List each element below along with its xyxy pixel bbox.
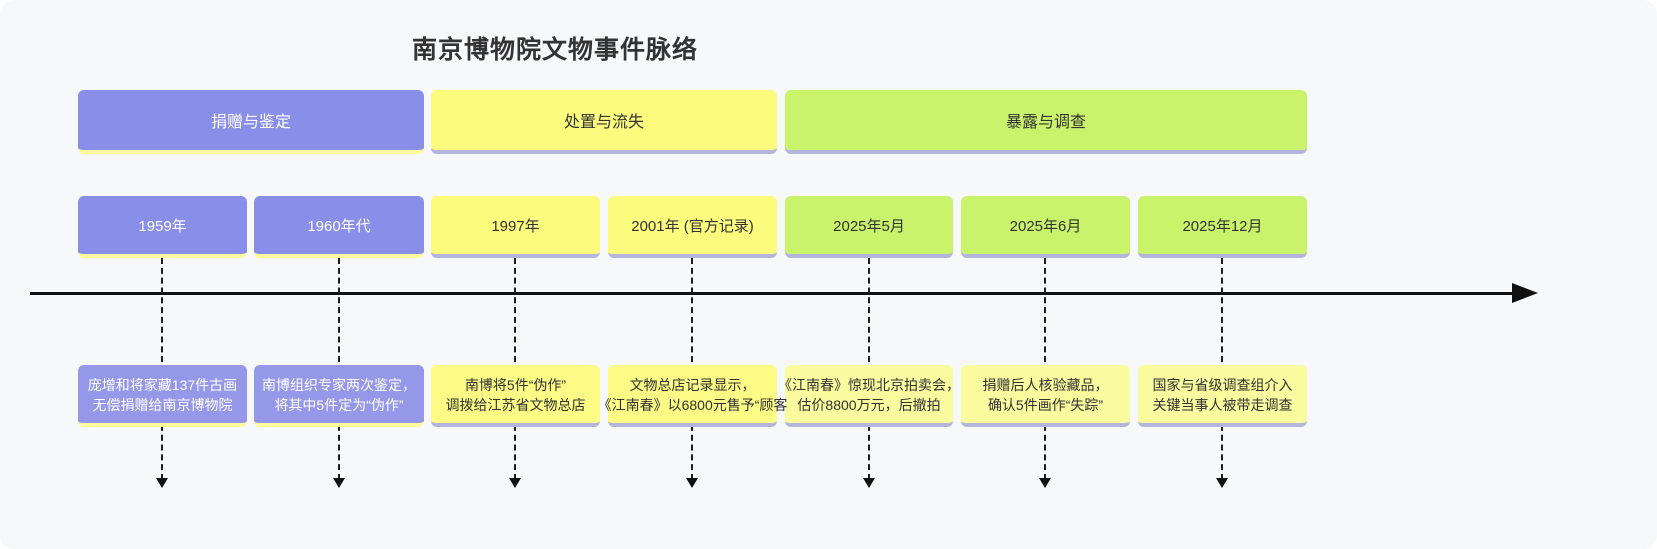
- event-text: 《江南春》以6800元售予“顾客: [597, 397, 788, 413]
- period-label: 2025年6月: [1009, 217, 1082, 235]
- section-box-donation-appraisal: 捐赠与鉴定: [78, 90, 424, 154]
- timeline-axis: [30, 292, 1512, 295]
- event-text: 《江南春》惊现北京拍卖会，: [778, 377, 960, 393]
- event-text: 南博组织专家两次鉴定，: [262, 377, 416, 393]
- period-label: 2001年 (官方记录): [631, 217, 754, 235]
- diagram-title: 南京博物院文物事件脉络: [411, 36, 698, 64]
- event-box-1997-transfer: 南博将5件“伪作” 调拨给江苏省文物总店: [431, 365, 600, 427]
- period-label: 2025年5月: [833, 217, 905, 235]
- event-text: 调拨给江苏省文物总店: [445, 397, 586, 413]
- connector-arrowhead-icon: [333, 478, 345, 488]
- event-text: 捐赠后人核验藏品，: [982, 377, 1109, 393]
- period-label: 1997年: [491, 217, 540, 235]
- connector-arrowhead-icon: [156, 478, 168, 488]
- section-box-disposal-loss: 处置与流失: [431, 90, 777, 154]
- period-box-2001: 2001年 (官方记录): [608, 196, 777, 258]
- axis-arrowhead-icon: [1512, 283, 1538, 303]
- event-box-1959-donation: 庞增和将家藏137件古画 无偿捐赠给南京博物院: [78, 365, 247, 427]
- section-label: 暴露与调查: [1005, 114, 1086, 131]
- section-label: 捐赠与鉴定: [210, 114, 291, 131]
- connector-arrowhead-icon: [863, 478, 875, 488]
- period-box-2025-06: 2025年6月: [961, 196, 1130, 258]
- connector-arrowhead-icon: [509, 478, 521, 488]
- event-text: 庞增和将家藏137件古画: [87, 377, 238, 393]
- period-box-2025-12: 2025年12月: [1138, 196, 1307, 258]
- section-box-exposure-investigation: 暴露与调查: [785, 90, 1307, 154]
- connector-arrowhead-icon: [1039, 478, 1051, 488]
- connector-arrowhead-icon: [686, 478, 698, 488]
- event-box-2025-05-auction: 《江南春》惊现北京拍卖会， 估价8800万元，后撤拍: [778, 365, 960, 427]
- period-box-2025-05: 2025年5月: [785, 196, 953, 258]
- event-box-2001-sale-record: 文物总店记录显示， 《江南春》以6800元售予“顾客: [598, 365, 787, 427]
- event-box-2025-12-investigation: 国家与省级调查组介入 关键当事人被带走调查: [1138, 365, 1307, 427]
- event-box-1960s-appraisal: 南博组织专家两次鉴定， 将其中5件定为“伪作”: [254, 365, 424, 427]
- period-label: 1959年: [138, 217, 187, 235]
- period-box-1997: 1997年: [431, 196, 600, 258]
- connector-arrowhead-icon: [1216, 478, 1228, 488]
- event-text: 无偿捐赠给南京博物院: [92, 397, 233, 413]
- event-text: 将其中5件定为“伪作”: [274, 397, 404, 413]
- section-label: 处置与流失: [563, 114, 644, 131]
- event-text: 南博将5件“伪作”: [464, 377, 567, 393]
- event-text: 文物总店记录显示，: [629, 377, 756, 393]
- event-text: 关键当事人被带走调查: [1152, 397, 1293, 413]
- period-label: 2025年12月: [1182, 217, 1263, 235]
- period-label: 1960年代: [307, 217, 371, 235]
- event-text: 国家与省级调查组介入: [1152, 377, 1293, 393]
- period-box-1959: 1959年: [78, 196, 247, 258]
- period-box-1960s: 1960年代: [254, 196, 424, 258]
- event-box-2025-06-verification: 捐赠后人核验藏品， 确认5件画作“失踪”: [961, 365, 1130, 427]
- event-text: 确认5件画作“失踪”: [987, 397, 1104, 413]
- event-text: 估价8800万元，后撤拍: [797, 397, 941, 413]
